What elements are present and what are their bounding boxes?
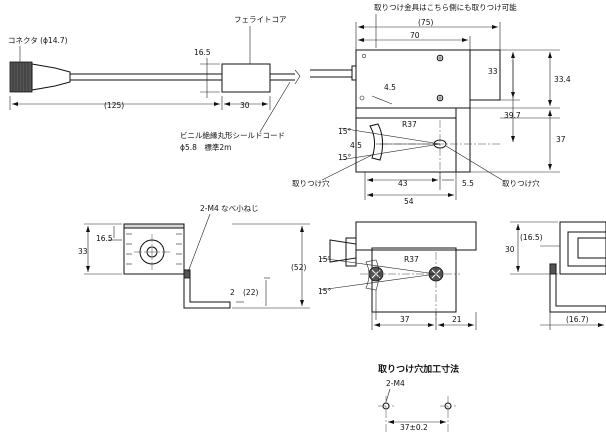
dim-left-22: (22) bbox=[243, 288, 258, 297]
dim-w37: 37 bbox=[400, 315, 410, 324]
dim-w5-5: 5.5 bbox=[462, 179, 474, 188]
dim-top-width: 70 bbox=[410, 31, 420, 40]
ferrite-core bbox=[221, 63, 271, 93]
mount-hole-dimensions: 取りつけ穴加工寸法 2-M4 37±0.2 bbox=[378, 363, 459, 432]
dim-left-52: (52) bbox=[291, 263, 306, 272]
top-view: 取りつけ金具はこちら側にも取りつけ可能 (75) 70 33 33.4 bbox=[310, 2, 571, 109]
connector-label: コネクタ (ϕ14.7) bbox=[8, 36, 68, 45]
dim-h37: 37 bbox=[556, 135, 566, 144]
dim-ang15-c: 15° bbox=[318, 255, 332, 264]
side-view: R37 15° 15° 4.5 39.7 37 43 5.5 54 取りつけ穴 … bbox=[292, 60, 566, 206]
dim-hole-pitch: 37±0.2 bbox=[400, 423, 428, 432]
dim-h39-7: 39.7 bbox=[504, 111, 521, 120]
dim-w21: 21 bbox=[452, 315, 462, 324]
ferrite-core-label: フェライトコア bbox=[234, 15, 287, 24]
cable-view: (125) 30 16.5 コネクタ (ϕ14.7) フェライトコア ビニル絶縁… bbox=[8, 15, 301, 152]
dim-core-length: 30 bbox=[240, 101, 250, 110]
dim-ang15-d: 15° bbox=[318, 287, 332, 296]
dim-ang15-b: 15° bbox=[338, 153, 352, 162]
dim-r37-front: R37 bbox=[404, 255, 419, 264]
mounting-bracket-note: 取りつけ金具はこちら側にも取りつけ可能 bbox=[374, 2, 517, 12]
dim-r4-5-b: 4.5 bbox=[350, 141, 362, 150]
hole-title: 取りつけ穴加工寸法 bbox=[378, 363, 459, 375]
dim-left-16-5: 16.5 bbox=[96, 234, 113, 243]
cable-label-line2: ϕ5.8 標準2m bbox=[180, 142, 231, 152]
dim-left-33: 33 bbox=[78, 247, 88, 256]
dim-w54: 54 bbox=[404, 197, 414, 206]
dim-left-2: 2 bbox=[230, 288, 235, 297]
end-view-right: 30 (16.5) (16.7) bbox=[505, 221, 606, 330]
cable-label-line1: ビニル絶縁丸形シールドコード bbox=[180, 130, 285, 140]
dim-ang15-a: 15° bbox=[338, 127, 352, 136]
end-view-left: 33 16.5 (52) (22) 2 2-M4 なべ小ねじ bbox=[78, 204, 310, 309]
hole-spec: 2-M4 bbox=[386, 379, 405, 388]
dim-right-30: 30 bbox=[505, 245, 515, 254]
dim-top-width-paren: (75) bbox=[418, 18, 433, 27]
dim-r37-top: R37 bbox=[402, 120, 417, 129]
front-view: R37 15° 15° 37 21 bbox=[318, 221, 477, 330]
dim-cable-length: (125) bbox=[104, 101, 124, 110]
dim-r4-5: 4.5 bbox=[384, 83, 396, 92]
dim-w43: 43 bbox=[398, 179, 408, 188]
screw-label: 2-M4 なべ小ねじ bbox=[200, 204, 259, 213]
dim-h33-4: 33.4 bbox=[554, 75, 571, 84]
mount-hole-label-right: 取りつけ穴 bbox=[502, 178, 540, 188]
dim-right-16-7: (16.7) bbox=[566, 315, 589, 324]
dim-right-16-5: (16.5) bbox=[520, 233, 543, 242]
dim-core-height: 16.5 bbox=[194, 48, 211, 57]
dim-h33-top: 33 bbox=[488, 67, 498, 76]
mount-hole-label-left: 取りつけ穴 bbox=[292, 178, 330, 188]
